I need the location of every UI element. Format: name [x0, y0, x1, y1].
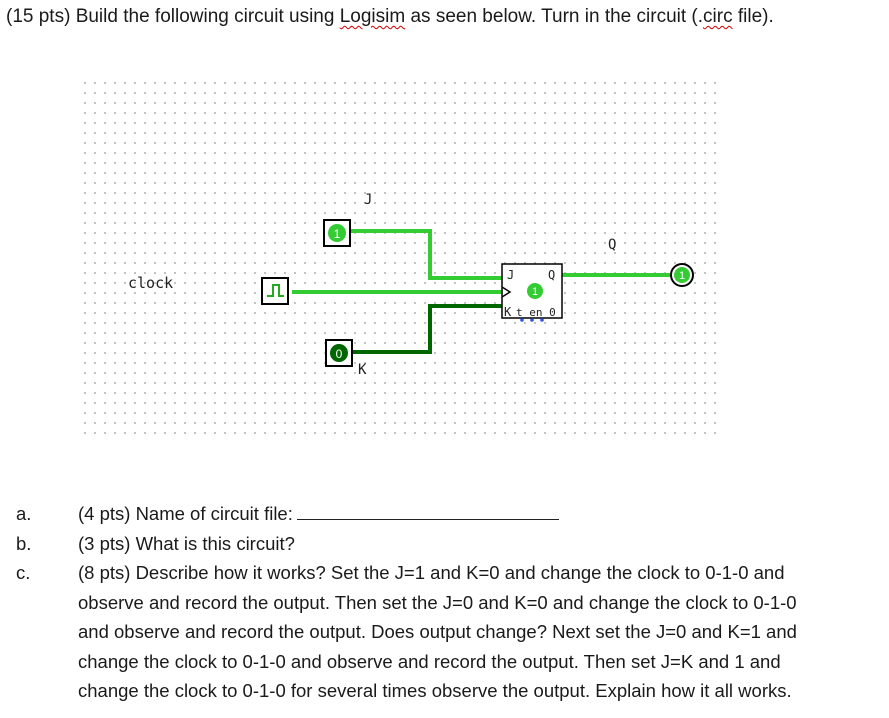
question-c-line: (8 pts) Describe how it works? Set the J… [78, 562, 785, 583]
question-c-line: change the clock to 0-1-0 and observe an… [78, 650, 781, 672]
question-marker: a. [16, 503, 32, 524]
question-marker: c. [16, 562, 31, 583]
j-wire [350, 229, 502, 280]
ff-bottom-pin [530, 318, 534, 322]
circuit-diagram: clock 1 J 0 K J Q K t en 0 1 [128, 192, 694, 378]
ff-state-indicator [527, 283, 543, 299]
question-a-text: (4 pts) Name of circuit file: [78, 503, 293, 524]
clock-input-triangle [501, 286, 512, 298]
file-name-answer-blank[interactable] [296, 503, 559, 520]
question-marker: b. [16, 533, 32, 554]
clock-source[interactable] [261, 277, 289, 305]
j-input-indicator [328, 224, 346, 242]
q-output-value: 1 [679, 270, 685, 282]
q-output-indicator [674, 267, 690, 283]
ff-k-pin-label: K [504, 305, 512, 319]
question-c-line: and observe and record the output. Does … [78, 621, 797, 642]
ff-name-label: t en 0 [516, 306, 556, 319]
circuit-canvas: clock 1 J 0 K J Q K t en 0 1 [80, 78, 720, 438]
k-input-indicator [330, 344, 348, 362]
k-input-pin[interactable]: 0 [325, 339, 353, 367]
question-c-line: observe and record the output. Then set … [78, 591, 797, 613]
question-b-text: (3 pts) What is this circuit? [78, 533, 295, 554]
ff-state-value: 1 [532, 286, 538, 298]
j-input-pin[interactable]: 1 [323, 219, 351, 247]
question-c-line: change the clock to 0-1-0 for several ti… [78, 680, 792, 701]
ff-q-pin-label: Q [548, 268, 555, 282]
heading-text-end: file). [732, 6, 774, 27]
circ-word: circ [703, 6, 733, 27]
q-label: Q [608, 237, 616, 253]
ff-bottom-pin [520, 318, 524, 322]
j-label: J [364, 192, 372, 208]
clock-label: clock [128, 274, 173, 292]
jk-flip-flop[interactable]: J Q K t en 0 1 [501, 263, 563, 322]
ff-j-pin-label: J [507, 268, 514, 282]
ff-bottom-pin [540, 318, 544, 322]
j-input-value: 1 [334, 227, 341, 241]
clock-wave-icon [267, 284, 284, 297]
k-label: K [358, 362, 367, 378]
q-output-pin: 1 [670, 263, 694, 287]
k-input-value: 0 [336, 347, 343, 361]
logisim-word: Logisim [339, 6, 406, 27]
k-wire [348, 304, 502, 354]
assignment-heading: (15 pts) Build the following circuit usi… [6, 6, 774, 28]
heading-text-middle: as seen below. Turn in the circuit (. [405, 6, 704, 27]
heading-text-start: (15 pts) Build the following circuit usi… [6, 6, 340, 27]
